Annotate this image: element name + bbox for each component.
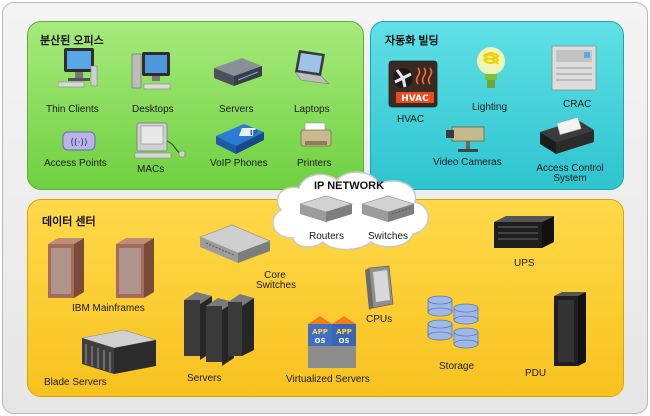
thin-clients-label: Thin Clients bbox=[46, 104, 99, 115]
datacenter-title: 데이터 센터 bbox=[42, 216, 96, 228]
access-point-icon: ((·)) bbox=[62, 131, 96, 151]
os-label-left: OS bbox=[315, 337, 326, 345]
office-servers-label: Servers bbox=[219, 104, 254, 115]
thin-client-icon bbox=[58, 48, 98, 88]
voip-phone-icon: IP bbox=[216, 124, 264, 154]
storage-icon bbox=[427, 295, 479, 349]
access-control-label-line1: Access Control bbox=[536, 163, 604, 174]
svg-text:((·)): ((·)) bbox=[71, 138, 88, 148]
video-cameras-label: Video Cameras bbox=[433, 157, 502, 168]
app-label-left: APP bbox=[312, 328, 328, 336]
crac-label: CRAC bbox=[563, 99, 592, 110]
server-rack-icon bbox=[184, 292, 254, 366]
printers-label: Printers bbox=[297, 158, 332, 169]
hvac-badge: HVAC bbox=[401, 94, 429, 104]
desktops-label: Desktops bbox=[132, 104, 174, 115]
office-server-icon bbox=[214, 58, 262, 86]
dc-servers-label: Servers bbox=[187, 373, 222, 384]
lighting-label: Lighting bbox=[472, 102, 508, 113]
router-icon bbox=[298, 195, 354, 222]
ip-network-title: IP NETWORK bbox=[313, 180, 385, 192]
cpu-icon bbox=[365, 265, 394, 310]
pdu-label: PDU bbox=[525, 368, 547, 379]
access-points-label: Access Points bbox=[44, 158, 107, 169]
hvac-icon: HVAC bbox=[388, 60, 438, 108]
ibm-mainframe-icon bbox=[48, 238, 154, 298]
office-title: 분산된 오피스 bbox=[40, 35, 104, 47]
crac-icon bbox=[551, 45, 597, 91]
desktop-icon bbox=[131, 52, 171, 90]
routers-label: Routers bbox=[309, 231, 345, 242]
building-title: 자동화 빌딩 bbox=[385, 35, 439, 47]
access-control-label-line2: System bbox=[553, 173, 587, 184]
storage-label: Storage bbox=[439, 361, 475, 372]
cpus-label: CPUs bbox=[366, 314, 393, 325]
ups-icon bbox=[494, 216, 554, 248]
voip-phones-label: VoIP Phones bbox=[210, 158, 268, 169]
app-label-right: APP bbox=[336, 328, 352, 336]
ibm-mainframes-label: IBM Mainframes bbox=[72, 303, 145, 314]
core-switches-label-line1: Core bbox=[264, 270, 286, 281]
access-control-icon bbox=[540, 118, 594, 154]
lighting-icon bbox=[477, 47, 505, 88]
laptop-icon bbox=[294, 50, 330, 85]
switch-icon bbox=[360, 195, 416, 222]
virtualized-servers-label: Virtualized Servers bbox=[286, 374, 370, 385]
core-switch-icon bbox=[199, 224, 271, 263]
mac-icon bbox=[134, 122, 186, 159]
laptops-label: Laptops bbox=[294, 104, 330, 115]
core-switches-label-line2: Switches bbox=[255, 280, 296, 291]
os-label-right: OS bbox=[339, 337, 350, 345]
virtualized-server-icon: APP APP OS OS bbox=[308, 316, 356, 368]
switches-label: Switches bbox=[368, 231, 409, 242]
hvac-label: HVAC bbox=[397, 114, 425, 125]
blade-server-icon bbox=[81, 329, 157, 374]
blade-servers-label: Blade Servers bbox=[44, 377, 107, 388]
macs-label: MACs bbox=[137, 164, 165, 175]
svg-text:IP: IP bbox=[250, 129, 258, 137]
ups-label: UPS bbox=[514, 258, 535, 269]
pdu-icon bbox=[554, 292, 586, 366]
video-camera-icon bbox=[446, 126, 485, 152]
printer-icon bbox=[300, 122, 332, 147]
